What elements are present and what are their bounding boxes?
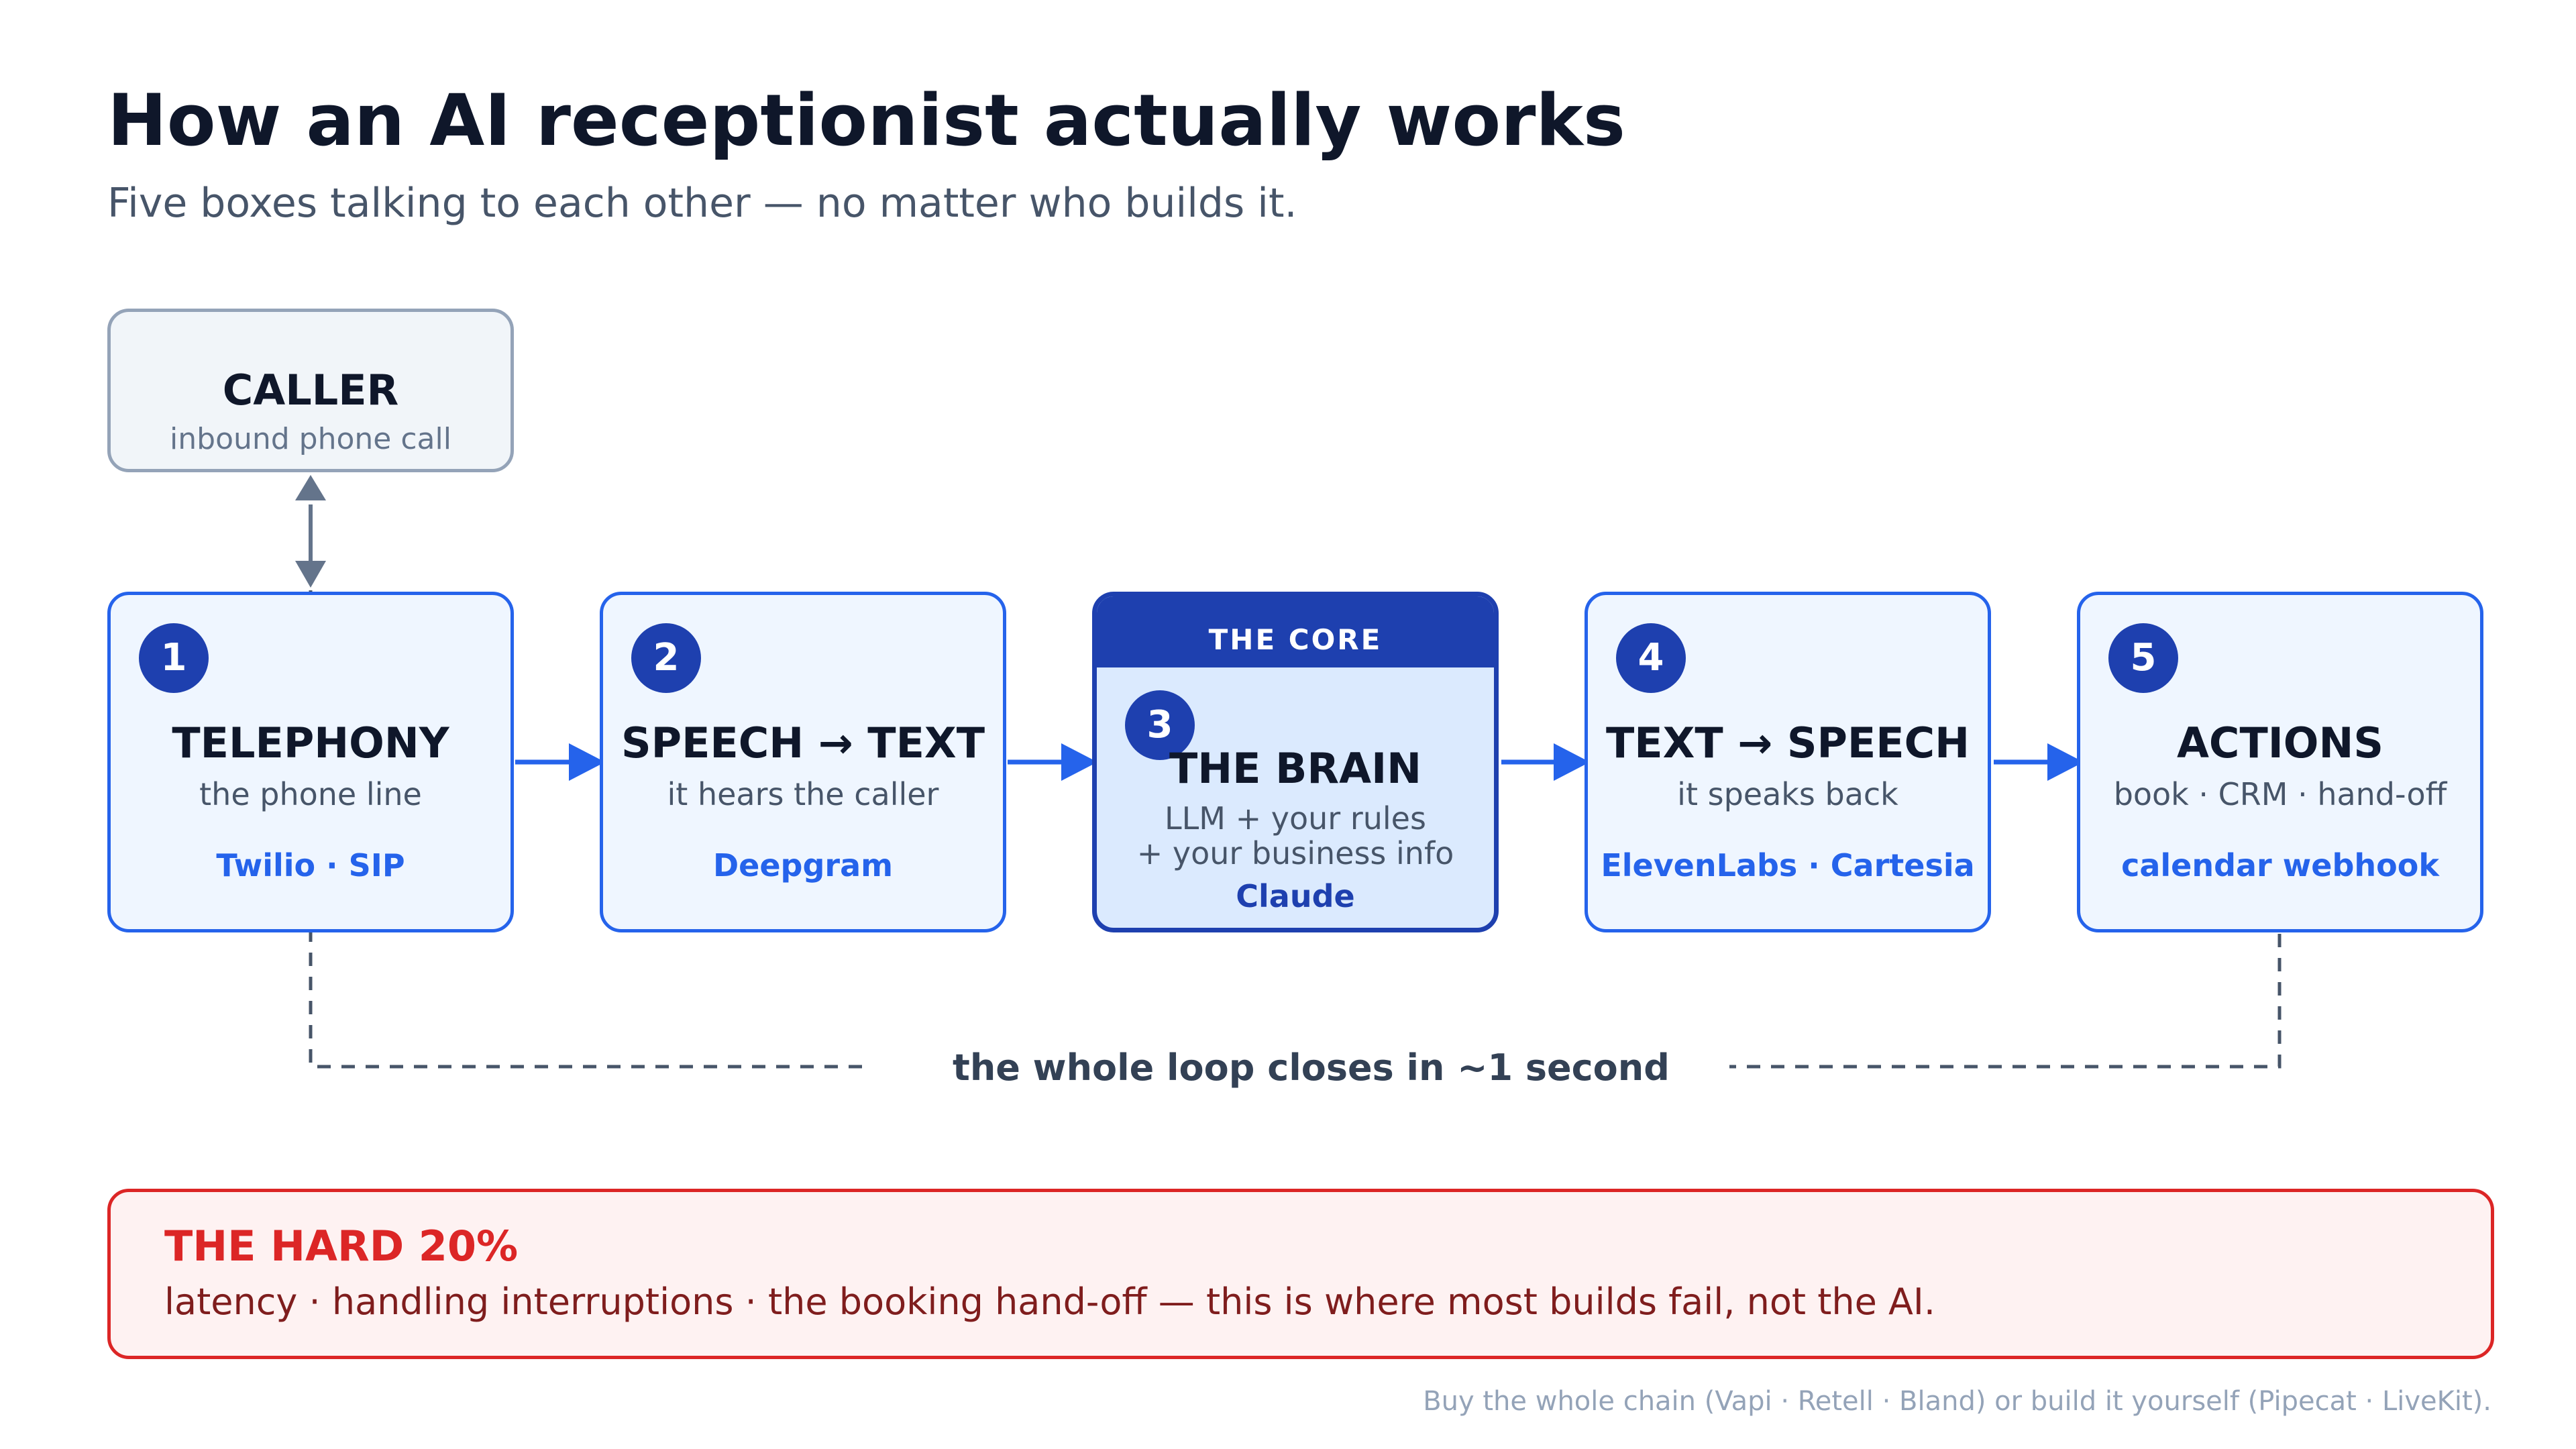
stage-desc: it speaks back	[1677, 776, 1898, 812]
stage-arrow-3-4	[1501, 743, 1590, 781]
stage-tool: Deepgram	[712, 847, 894, 883]
page-subtitle: Five boxes talking to each other — no ma…	[107, 180, 1297, 227]
step-number-badge: 4	[1616, 623, 1686, 693]
loop-dashed-left	[309, 590, 865, 1069]
footnote: Buy the whole chain (Vapi · Retell · Bla…	[1423, 1386, 2491, 1417]
callout-title: THE HARD 20%	[164, 1222, 519, 1271]
stage-tool: calendar webhook	[2121, 847, 2439, 883]
stage-tool: ElevenLabs · Cartesia	[1601, 847, 1975, 883]
stage-name: THE BRAIN	[1169, 744, 1422, 793]
arrowhead-up-icon	[295, 475, 326, 500]
hard-20-callout: THE HARD 20% latency · handling interrup…	[107, 1189, 2494, 1359]
stage-desc-line1: LLM + your rules	[1165, 800, 1426, 837]
caller-box: CALLER inbound phone call	[107, 309, 514, 472]
stage-actions: 5 ACTIONS book · CRM · hand-off calendar…	[2077, 592, 2483, 932]
stage-desc-line2: + your business info	[1136, 835, 1454, 871]
stage-arrow-4-5	[1994, 743, 2084, 781]
callout-text: latency · handling interruptions · the b…	[164, 1281, 1936, 1323]
stage-desc: the phone line	[199, 776, 422, 812]
core-header: THE CORE	[1097, 596, 1494, 667]
stage-desc: it hears the caller	[667, 776, 939, 812]
stage-name: TELEPHONY	[172, 718, 449, 767]
caller-name: CALLER	[222, 366, 399, 415]
loop-dashed-right	[1729, 934, 2282, 1069]
step-number-badge: 1	[139, 623, 209, 693]
stage-name: TEXT → SPEECH	[1605, 718, 1970, 767]
stage-desc: book · CRM · hand-off	[2113, 776, 2447, 812]
step-number-badge: 3	[1125, 690, 1195, 760]
stage-text-to-speech: 4 TEXT → SPEECH it speaks back ElevenLab…	[1585, 592, 1991, 932]
stage-brain: THE CORE 3 THE BRAIN LLM + your rules + …	[1092, 592, 1499, 932]
stage-name: ACTIONS	[2176, 718, 2384, 767]
stage-arrow-1-2	[515, 743, 605, 781]
stage-speech-to-text: 2 SPEECH → TEXT it hears the caller Deep…	[600, 592, 1006, 932]
stage-tool: Claude	[1236, 878, 1355, 914]
step-number-badge: 5	[2108, 623, 2178, 693]
step-number-badge: 2	[631, 623, 701, 693]
stage-telephony: 1 TELEPHONY the phone line Twilio · SIP	[107, 592, 514, 932]
stage-name: SPEECH → TEXT	[621, 718, 985, 767]
loop-label: the whole loop closes in ~1 second	[953, 1046, 1670, 1089]
stage-tool: Twilio · SIP	[216, 847, 405, 883]
stage-arrow-2-3	[1008, 743, 1097, 781]
arrowhead-down-icon	[295, 561, 326, 588]
caller-desc: inbound phone call	[170, 422, 451, 456]
page-title: How an AI receptionist actually works	[107, 79, 1626, 162]
